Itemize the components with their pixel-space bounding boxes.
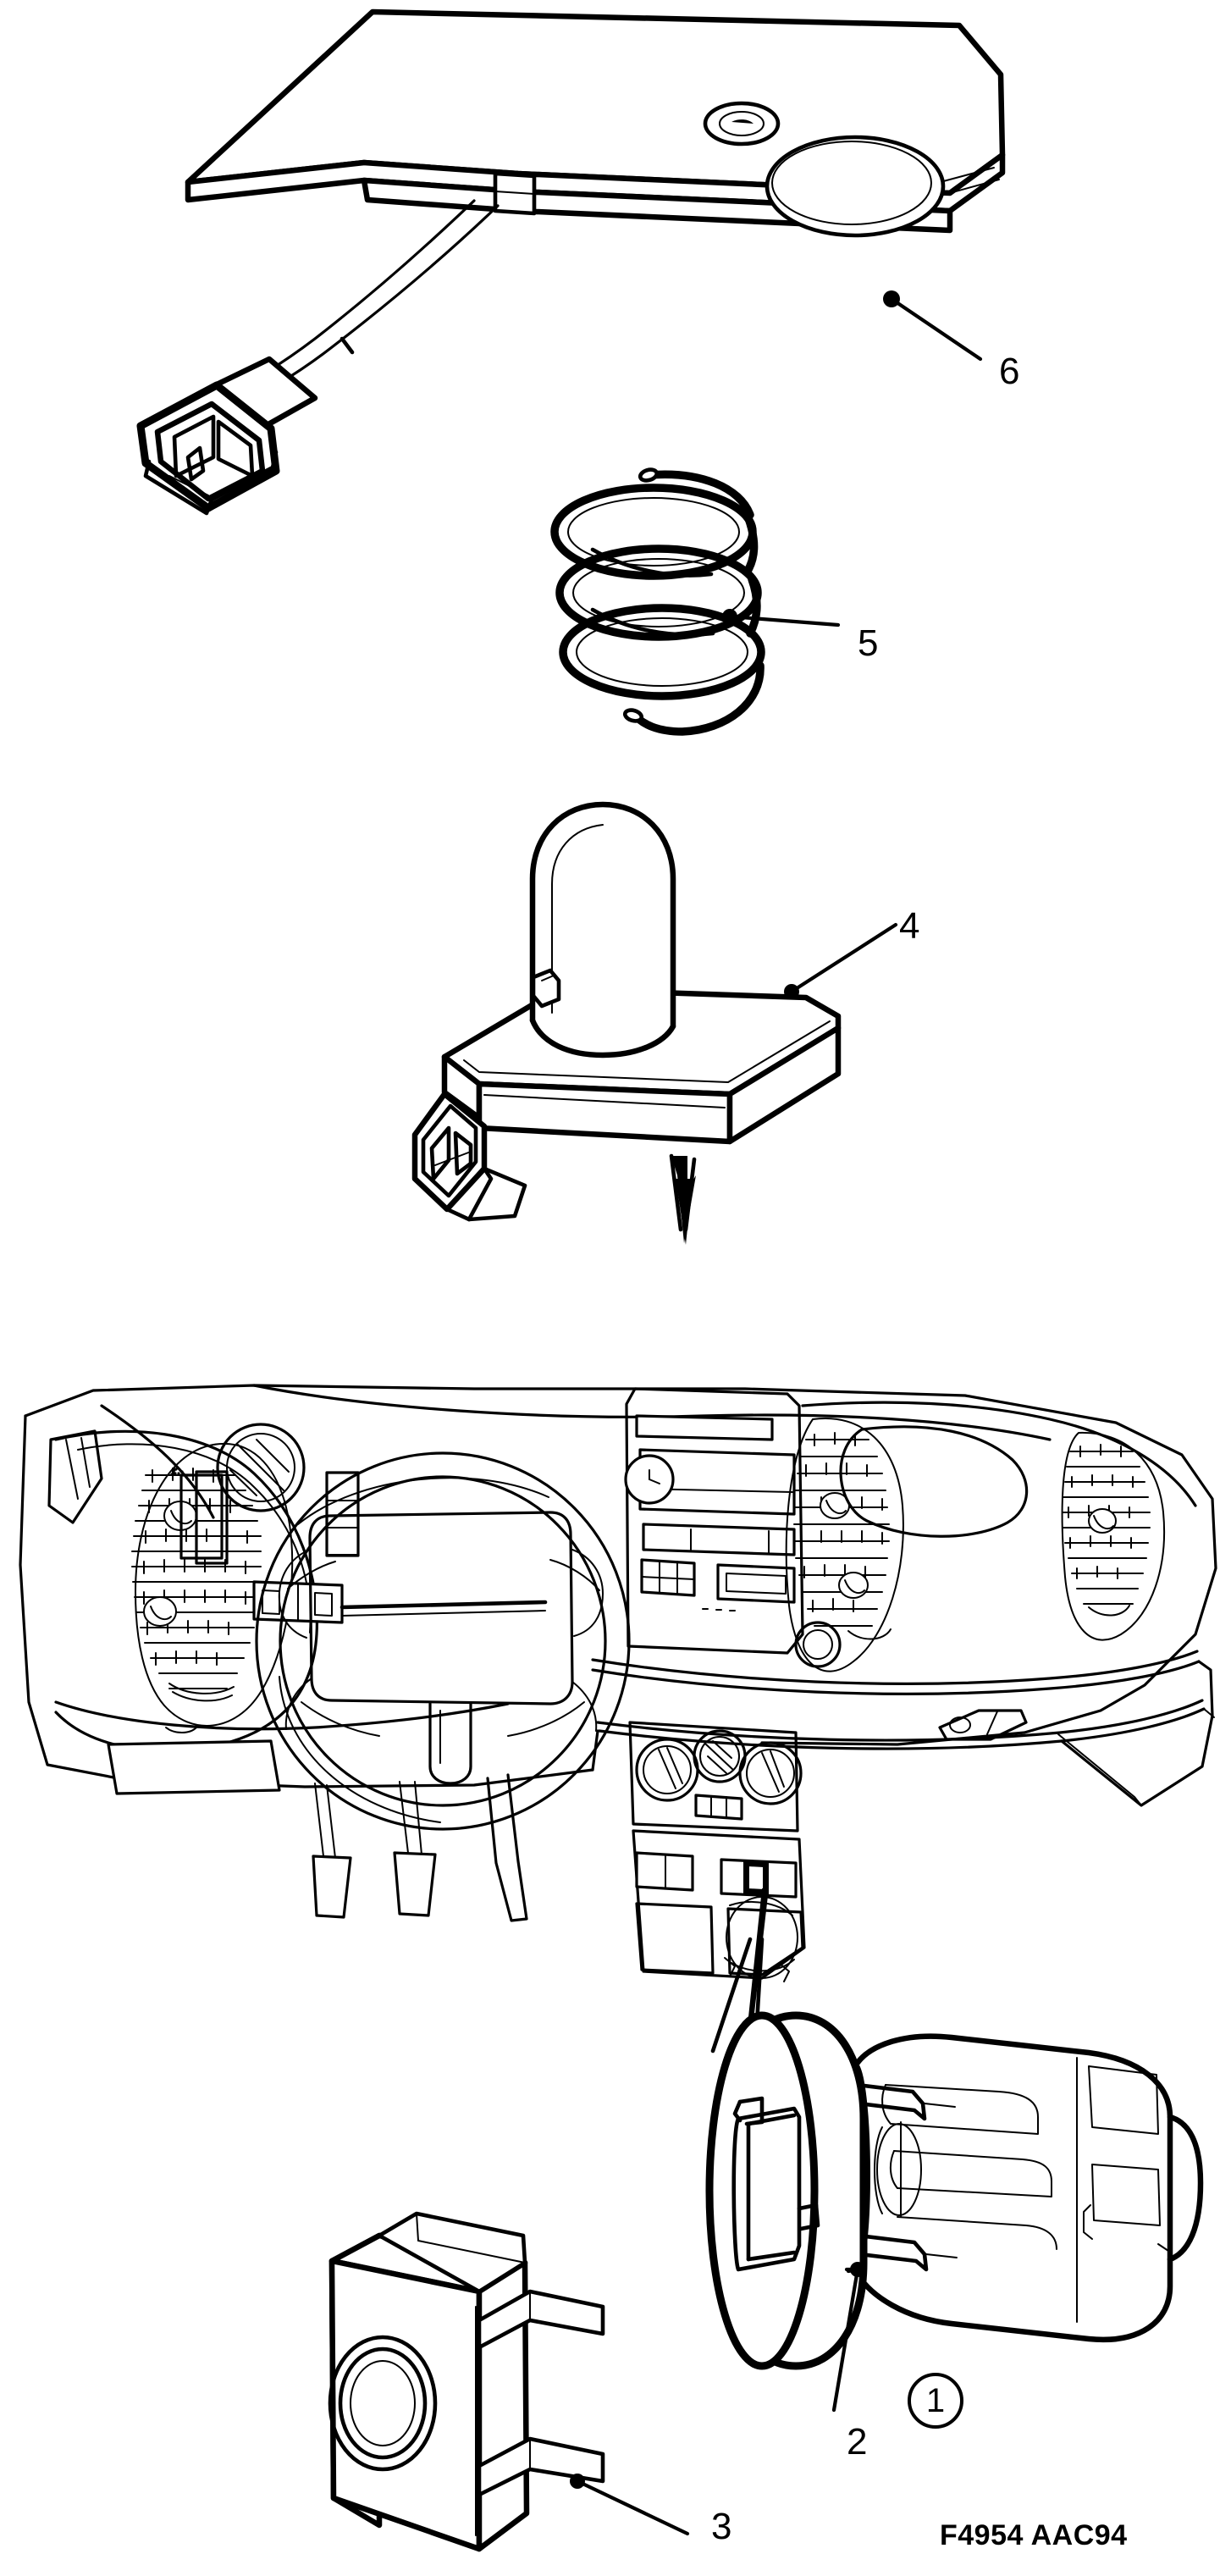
figure-glovebox-lid [136,8,1006,516]
callout-5: 5 [858,622,879,664]
part-illumination-ring [705,2011,868,2413]
part-lighter-socket-housing [840,2033,1204,2343]
figure-dashboard [19,1384,1217,2054]
callout-3: 3 [711,2506,732,2547]
part-lighter-knob [328,2211,690,2552]
figure-coil-spring [550,467,841,736]
callout-6: 6 [999,351,1020,392]
callout-1: 1 [908,2373,963,2429]
figure-module-assembly [411,801,898,1245]
figure-lighter-assembly [328,2011,1204,2552]
drawing-number-caption: F4954 AAC94 [940,2519,1128,2551]
callout-4: 4 [899,905,920,947]
callout-2: 2 [847,2421,868,2463]
